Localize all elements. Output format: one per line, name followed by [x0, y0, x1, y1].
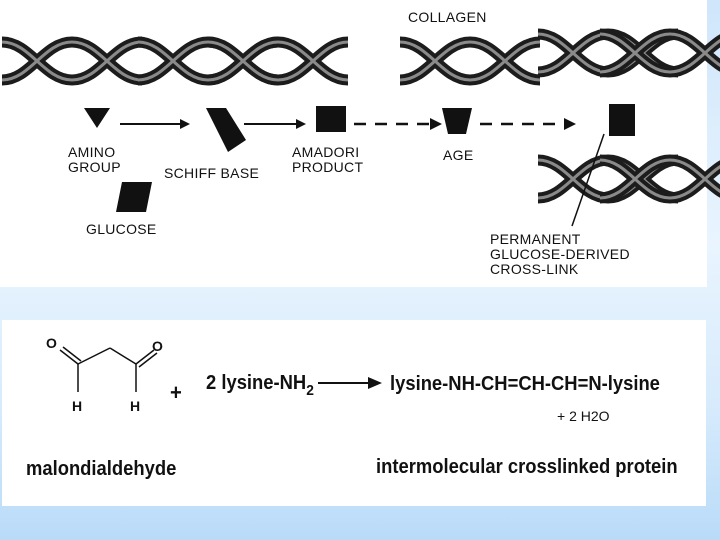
- plus-sign: +: [170, 380, 182, 405]
- product-formula: lysine-NH-CH=CH-CH=N-lysine: [390, 373, 660, 395]
- collagen-helix-segment-4: [400, 42, 540, 80]
- reagent-subscript: 2: [306, 382, 314, 399]
- malondialdehyde-structure: [59, 346, 382, 392]
- collagen-helix-segment-3: [208, 42, 348, 80]
- schiff-base-label: SCHIFF BASE: [164, 165, 260, 181]
- crosslink-leader-line: [571, 133, 605, 227]
- hydrogen-left: H: [72, 398, 83, 414]
- cross-link-label: PERMANENT GLUCOSE-DERIVED CROSS-LINK: [490, 231, 630, 277]
- mda-reaction-panel: O O H H + 2 lysine-NH2 lysine-NH-CH=CH-C…: [2, 320, 706, 506]
- hydrogen-right: H: [130, 398, 141, 414]
- glycation-diagram-panel: COLLAGEN AMINO GROUP SCHIFF BASE AMADORI…: [0, 0, 707, 277]
- age-label: AGE: [443, 147, 474, 163]
- oxygen-right: O: [152, 338, 163, 354]
- product-name: intermolecular crosslinked protein: [376, 456, 678, 478]
- reactant-name: malondialdehyde: [26, 458, 177, 480]
- oxygen-left: O: [46, 335, 57, 351]
- water-byproduct: + 2 H2O: [557, 408, 610, 424]
- collagen-label: COLLAGEN: [408, 9, 487, 25]
- glucose-label: GLUCOSE: [86, 221, 157, 237]
- reaction-arrow: [318, 377, 382, 389]
- schiff-base-shape: [206, 108, 246, 152]
- arrow-amadori-to-age: [354, 118, 442, 130]
- age-shape: [442, 108, 472, 134]
- arrow-age-to-crosslink: [480, 118, 576, 130]
- arrow-schiff-to-amadori: [244, 119, 306, 129]
- arrow-amino-to-schiff: [120, 119, 190, 129]
- glucose-shape: [116, 182, 152, 212]
- amino-group-label: AMINO GROUP: [68, 144, 121, 175]
- crosslinked-collagen: [538, 34, 720, 198]
- amino-group-shape: [84, 108, 110, 128]
- lysine-reagent: 2 lysine-NH2: [206, 372, 314, 399]
- amadori-product-shape: [316, 106, 346, 132]
- glycation-diagram-graphic: [0, 0, 707, 227]
- amadori-product-label: AMADORI PRODUCT: [292, 144, 364, 175]
- lysine-reagent-text: 2 lysine-NH: [206, 372, 307, 394]
